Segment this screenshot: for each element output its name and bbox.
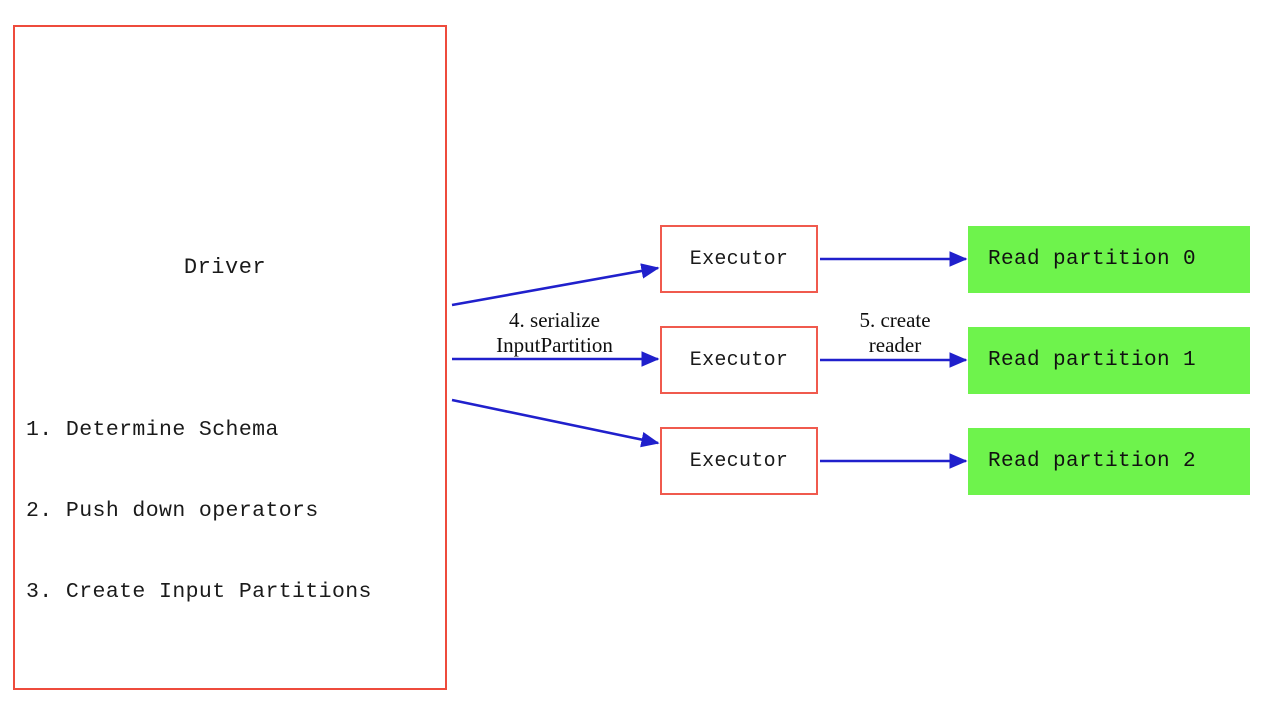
driver-step-1: 1. Determine Schema	[26, 418, 279, 442]
executor-label-1: Executor	[689, 348, 789, 372]
executor-box-2: Executor	[660, 427, 818, 495]
executor-box-0: Executor	[660, 225, 818, 293]
driver-step-3: 3. Create Input Partitions	[26, 580, 372, 604]
partition-label-1: Read partition 1	[988, 349, 1197, 372]
arrow-label-create-reader: 5. create reader	[859, 308, 931, 357]
driver-step-2: 2. Push down operators	[26, 499, 319, 523]
driver-steps-list: 1. Determine Schema 2. Push down operato…	[26, 363, 372, 660]
partition-box-0: Read partition 0	[968, 226, 1250, 293]
driver-to-executor-2	[451, 398, 660, 448]
driver-title: Driver	[183, 255, 267, 280]
driver-to-executor-0	[451, 263, 660, 307]
partition-label-2: Read partition 2	[988, 450, 1197, 473]
partition-box-2: Read partition 2	[968, 428, 1250, 495]
partition-box-1: Read partition 1	[968, 327, 1250, 394]
driver-box	[13, 25, 447, 690]
executor-label-0: Executor	[689, 247, 789, 271]
executor-label-2: Executor	[689, 449, 789, 473]
arrow-label-serialize: 4. serialize InputPartition	[496, 308, 613, 357]
executor-box-1: Executor	[660, 326, 818, 394]
partition-label-0: Read partition 0	[988, 248, 1197, 271]
